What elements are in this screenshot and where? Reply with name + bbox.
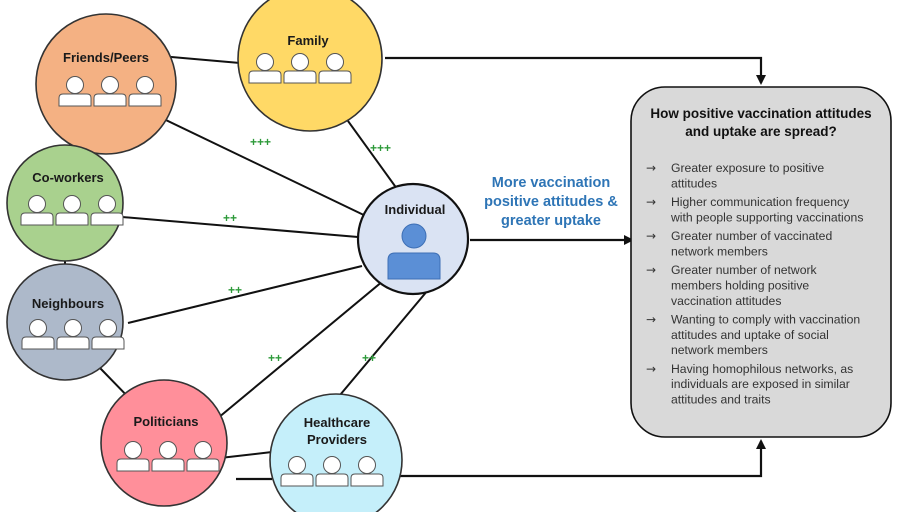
center-message-line3: greater uptake — [501, 213, 601, 229]
info-box-item-line: Wanting to comply with vaccination — [671, 312, 860, 326]
info-box: How positive vaccination attitudes and u… — [630, 86, 892, 438]
healthcare-influence-label: ++ — [362, 351, 376, 365]
edge-coworkers-individual — [121, 216, 359, 238]
people-icon — [59, 77, 161, 107]
individual-label: Individual — [385, 202, 446, 217]
co-workers-label: Co-workers — [32, 170, 104, 185]
bullet-arrow-icon: → — [646, 362, 656, 376]
info-box-item: → Wanting to comply with vaccination attit… — [646, 312, 860, 357]
info-box-item-line: individuals are exposed in similar — [671, 377, 850, 391]
bullet-arrow-icon: → — [646, 263, 656, 277]
bullet-arrow-icon: → — [646, 161, 656, 175]
node-individual: Individual — [356, 182, 470, 296]
edge-healthcare-individual — [334, 289, 429, 402]
info-box-item-line: network members — [671, 343, 768, 357]
info-box-item-line: members holding positive — [671, 278, 809, 292]
node-neighbours: Neighbours — [6, 263, 124, 381]
info-box-item-line: Having homophilous networks, as — [671, 362, 853, 376]
edge-labels: +++ +++ ++ ++ ++ ++ — [223, 135, 391, 365]
bullet-arrow-icon: → — [646, 312, 656, 326]
edge-politicians-individual — [217, 280, 384, 419]
center-message-line2: positive attitudes & — [484, 194, 618, 210]
info-box-title-line1: How positive vaccination attitudes — [650, 106, 871, 121]
people-icon — [21, 196, 123, 226]
arrow-bottom-to-box — [396, 439, 766, 478]
people-icon — [281, 457, 383, 487]
neighbours-influence-label: ++ — [228, 283, 242, 297]
info-box-item-line: vaccination attitudes — [671, 294, 781, 308]
healthcare-label-line1: Healthcare — [304, 415, 370, 430]
family-influence-label: +++ — [370, 141, 391, 155]
family-label: Family — [287, 33, 329, 48]
info-box-item-line: attitudes — [671, 176, 717, 190]
neighbours-label: Neighbours — [32, 296, 104, 311]
info-box-item-line: network members — [671, 244, 768, 258]
bullet-arrow-icon: → — [646, 229, 656, 243]
edge-politicians-healthcare — [219, 451, 273, 459]
bullet-arrow-icon: → — [646, 195, 656, 209]
node-family: Family — [237, 0, 383, 132]
info-box-title-line2: and uptake are spread? — [685, 124, 837, 139]
arrows-to-info-box — [236, 56, 766, 481]
info-box-item-line: with people supporting vaccinations — [670, 210, 863, 224]
info-box-item-line: Greater number of network — [671, 263, 818, 277]
healthcare-label-line2: Providers — [307, 432, 367, 447]
coworkers-influence-label: ++ — [223, 211, 237, 225]
individual-person-icon — [387, 223, 441, 280]
info-box-item-line: Greater exposure to positive — [671, 161, 824, 175]
friends-influence-label: +++ — [250, 135, 271, 149]
info-box-item: → Having homophilous networks, asindividu… — [646, 362, 853, 407]
people-icon — [117, 442, 219, 472]
arrow-family-to-box — [385, 56, 766, 85]
friends-peers-label: Friends/Peers — [63, 50, 149, 65]
info-box-item-line: attitudes and uptake of social — [671, 328, 829, 342]
edge-neighbours-individual — [127, 265, 363, 324]
node-politicians: Politicians — [100, 379, 228, 507]
politicians-influence-label: ++ — [268, 351, 282, 365]
node-healthcare-providers: Healthcare Providers — [269, 393, 403, 512]
info-box-item-line: Greater number of vaccinated — [671, 229, 832, 243]
node-co-workers: Co-workers — [6, 144, 124, 262]
people-icon — [22, 320, 124, 350]
edge-friends-individual — [144, 109, 371, 219]
politicians-label: Politicians — [133, 414, 198, 429]
center-message: More vaccination positive attitudes & gr… — [484, 175, 618, 229]
node-friends-peers: Friends/Peers — [35, 13, 177, 155]
people-icon — [249, 54, 351, 84]
center-message-line1: More vaccination — [492, 175, 610, 191]
info-box-item-line: Higher communication frequency — [671, 195, 850, 209]
info-box-item-line: attitudes and traits — [671, 393, 771, 407]
edge-friends-family — [159, 55, 241, 64]
